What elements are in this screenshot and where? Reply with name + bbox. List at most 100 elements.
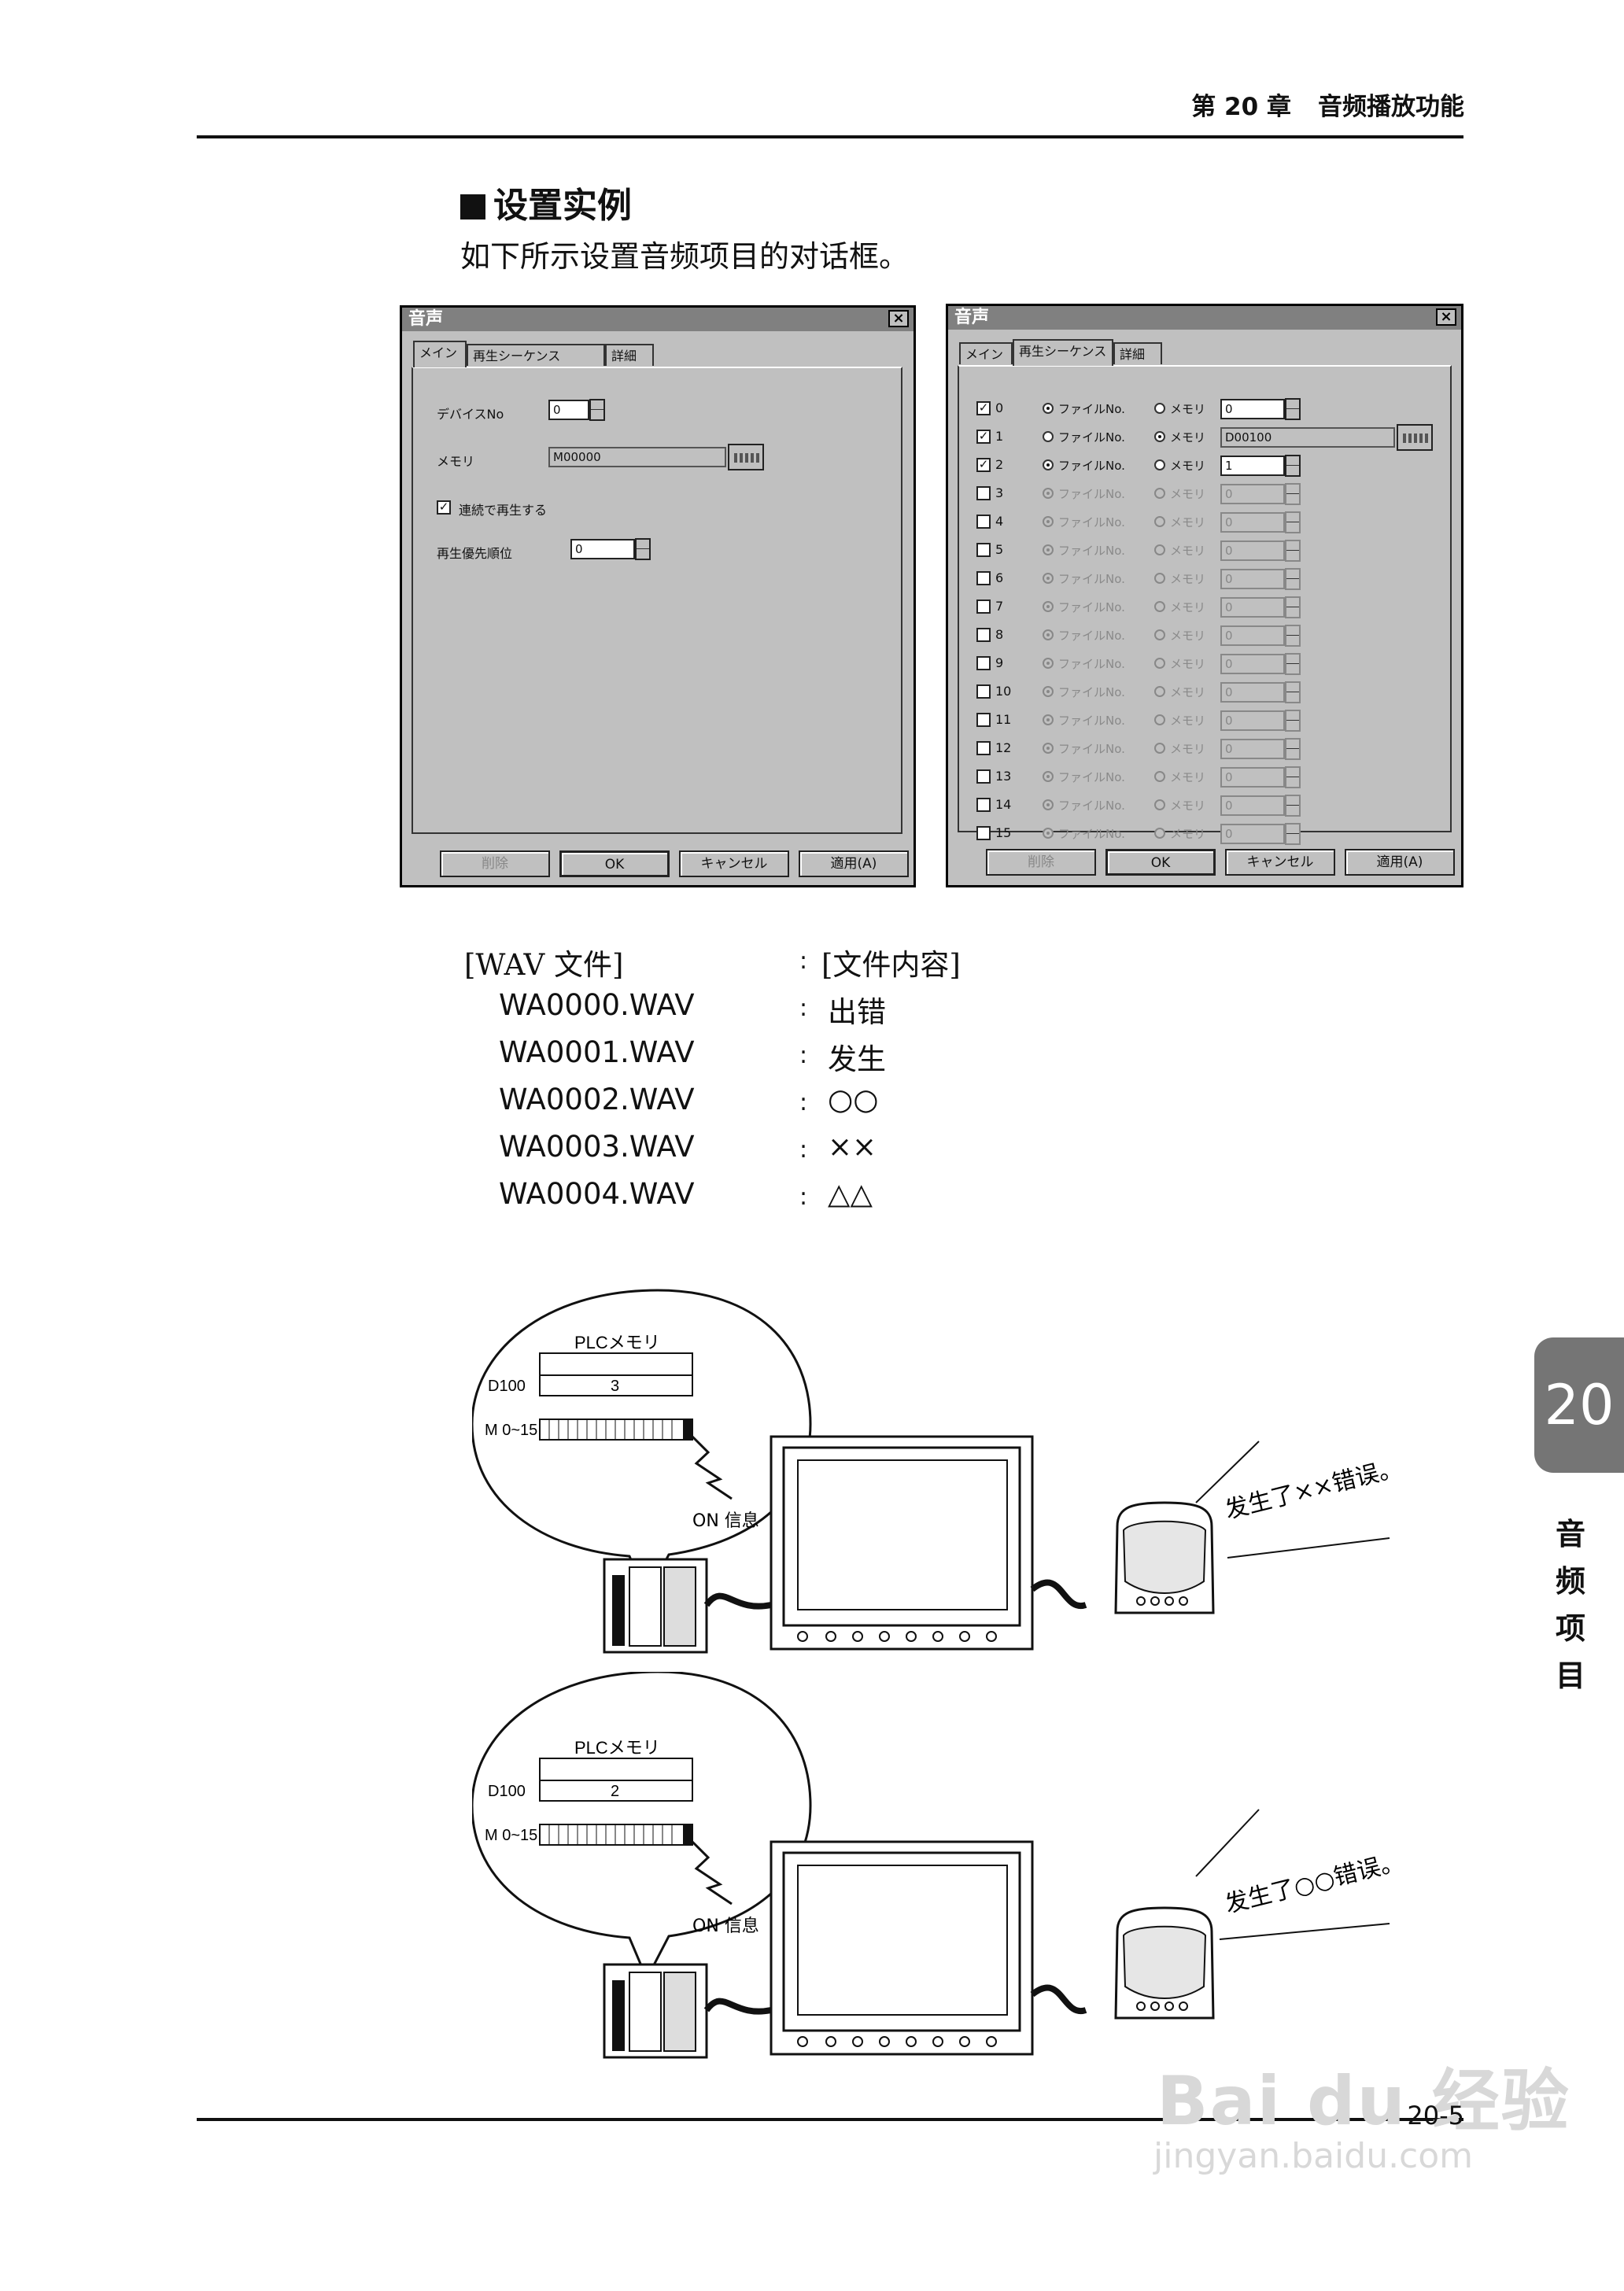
row-value-input[interactable]: 0 <box>1220 795 1285 816</box>
memory-radio[interactable] <box>1154 658 1165 669</box>
priority-input[interactable]: 0 <box>570 539 635 559</box>
close-button[interactable]: × <box>888 310 909 327</box>
file-no-radio[interactable] <box>1043 658 1054 669</box>
delete-button[interactable]: 削除 <box>440 850 550 877</box>
keyboard-icon[interactable] <box>728 444 764 470</box>
memory-radio[interactable] <box>1154 799 1165 810</box>
row-enable-checkbox[interactable] <box>976 769 991 784</box>
memory-input[interactable]: M00000 <box>548 447 726 467</box>
row-value-spinner[interactable] <box>1285 795 1301 817</box>
memory-radio[interactable] <box>1154 516 1165 527</box>
file-no-radio[interactable] <box>1043 544 1054 555</box>
tab-detail[interactable]: 詳細 <box>605 344 654 366</box>
row-value-input[interactable]: 0 <box>1220 399 1285 419</box>
memory-radio[interactable] <box>1154 828 1165 839</box>
row-value-input[interactable]: 0 <box>1220 512 1285 533</box>
row-enable-checkbox[interactable] <box>976 826 991 840</box>
row-value-input[interactable]: 0 <box>1220 710 1285 731</box>
row-value-spinner[interactable] <box>1285 710 1301 732</box>
row-value-input[interactable]: 0 <box>1220 824 1285 844</box>
row-value-spinner[interactable] <box>1285 653 1301 675</box>
row-enable-checkbox[interactable] <box>976 543 991 557</box>
row-value-spinner[interactable] <box>1285 596 1301 618</box>
file-no-radio[interactable] <box>1043 629 1054 640</box>
memory-radio[interactable] <box>1154 573 1165 584</box>
apply-button[interactable]: 適用(A) <box>1345 849 1455 876</box>
ok-button[interactable]: OK <box>559 850 670 877</box>
row-value-input[interactable]: 0 <box>1220 682 1285 703</box>
row-value-spinner[interactable] <box>1285 766 1301 788</box>
row-enable-checkbox[interactable] <box>976 713 991 727</box>
row-value-spinner[interactable] <box>1285 455 1301 477</box>
apply-button[interactable]: 適用(A) <box>799 850 909 877</box>
memory-radio[interactable] <box>1154 686 1165 697</box>
row-enable-checkbox[interactable] <box>976 656 991 670</box>
row-value-spinner[interactable] <box>1285 625 1301 647</box>
tab-sequence[interactable]: 再生シーケンス <box>467 344 605 366</box>
tab-sequence[interactable]: 再生シーケンス <box>1013 339 1113 366</box>
keyboard-icon[interactable] <box>1397 424 1433 451</box>
memory-radio[interactable] <box>1154 459 1165 470</box>
row-value-spinner[interactable] <box>1285 568 1301 590</box>
row-value-spinner[interactable] <box>1285 738 1301 760</box>
memory-radio[interactable] <box>1154 629 1165 640</box>
row-value-input[interactable]: 1 <box>1220 456 1285 476</box>
row-value-spinner[interactable] <box>1285 511 1301 533</box>
file-no-radio[interactable] <box>1043 799 1054 810</box>
device-spinner[interactable] <box>589 399 605 421</box>
row-enable-checkbox[interactable] <box>976 571 991 585</box>
row-enable-checkbox[interactable]: ✓ <box>976 401 991 415</box>
row-enable-checkbox[interactable] <box>976 798 991 812</box>
cancel-button[interactable]: キャンセル <box>1225 849 1335 876</box>
row-value-input[interactable]: 0 <box>1220 739 1285 759</box>
row-value-input[interactable]: 0 <box>1220 767 1285 788</box>
memory-radio[interactable] <box>1154 431 1165 442</box>
row-value-input[interactable]: D00100 <box>1220 427 1395 448</box>
ok-button[interactable]: OK <box>1105 849 1216 876</box>
memory-radio[interactable] <box>1154 771 1165 782</box>
row-enable-checkbox[interactable] <box>976 486 991 500</box>
file-no-radio[interactable] <box>1043 459 1054 470</box>
file-no-radio[interactable] <box>1043 828 1054 839</box>
row-enable-checkbox[interactable] <box>976 741 991 755</box>
row-value-input[interactable]: 0 <box>1220 654 1285 674</box>
row-value-input[interactable]: 0 <box>1220 540 1285 561</box>
row-value-spinner[interactable] <box>1285 483 1301 505</box>
row-value-input[interactable]: 0 <box>1220 484 1285 504</box>
file-no-radio[interactable] <box>1043 431 1054 442</box>
priority-spinner[interactable] <box>635 538 651 560</box>
row-enable-checkbox[interactable] <box>976 684 991 699</box>
delete-button[interactable]: 削除 <box>986 849 1096 876</box>
row-value-input[interactable]: 0 <box>1220 625 1285 646</box>
row-value-input[interactable]: 0 <box>1220 569 1285 589</box>
file-no-radio[interactable] <box>1043 771 1054 782</box>
memory-radio[interactable] <box>1154 544 1165 555</box>
close-button[interactable]: × <box>1436 308 1456 326</box>
memory-radio[interactable] <box>1154 714 1165 725</box>
memory-radio[interactable] <box>1154 601 1165 612</box>
row-value-spinner[interactable] <box>1285 398 1301 420</box>
memory-radio[interactable] <box>1154 403 1165 414</box>
file-no-radio[interactable] <box>1043 686 1054 697</box>
continuous-checkbox[interactable]: ✓ <box>437 500 451 515</box>
memory-radio[interactable] <box>1154 743 1165 754</box>
file-no-radio[interactable] <box>1043 516 1054 527</box>
tab-main[interactable]: メイン <box>413 341 467 367</box>
row-enable-checkbox[interactable] <box>976 628 991 642</box>
device-input[interactable]: 0 <box>548 400 589 420</box>
row-enable-checkbox[interactable] <box>976 599 991 614</box>
file-no-radio[interactable] <box>1043 403 1054 414</box>
row-value-spinner[interactable] <box>1285 823 1301 845</box>
file-no-radio[interactable] <box>1043 573 1054 584</box>
file-no-radio[interactable] <box>1043 488 1054 499</box>
tab-detail[interactable]: 詳細 <box>1113 342 1162 364</box>
row-enable-checkbox[interactable]: ✓ <box>976 430 991 444</box>
row-enable-checkbox[interactable] <box>976 515 991 529</box>
file-no-radio[interactable] <box>1043 714 1054 725</box>
row-value-spinner[interactable] <box>1285 540 1301 562</box>
row-enable-checkbox[interactable]: ✓ <box>976 458 991 472</box>
memory-radio[interactable] <box>1154 488 1165 499</box>
cancel-button[interactable]: キャンセル <box>679 850 789 877</box>
tab-main[interactable]: メイン <box>959 342 1013 364</box>
row-value-spinner[interactable] <box>1285 681 1301 703</box>
